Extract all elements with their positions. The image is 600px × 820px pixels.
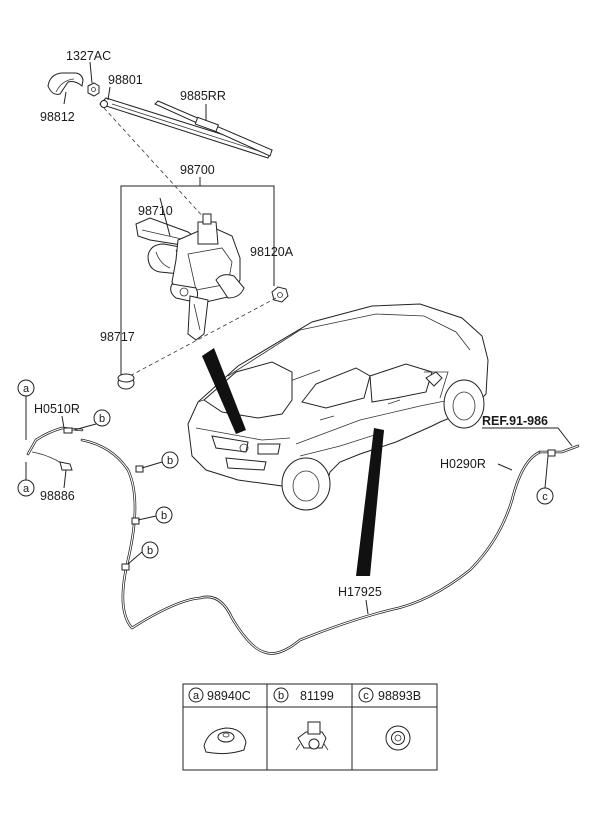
- grommet-98893b-icon: [385, 725, 411, 751]
- legend-letter-c: c: [363, 690, 369, 702]
- hose-clip: [547, 449, 556, 457]
- washer-hose-h17925: [80, 438, 542, 655]
- callout-b-3: [155, 506, 173, 524]
- grommet-98120a: [271, 286, 289, 303]
- callout-b-2-text: b: [167, 455, 173, 467]
- callout-b-2: [161, 451, 179, 469]
- legend-part-c: 98893B: [378, 689, 421, 703]
- rear-wheel: [281, 457, 331, 511]
- bracket-98700: [120, 185, 275, 376]
- label-98812: 98812: [40, 110, 75, 124]
- pointer-rear-wiper: [202, 348, 246, 434]
- callout-c: [536, 487, 554, 505]
- washer-nozzle-98886: [59, 461, 73, 471]
- cap-98717: [117, 373, 135, 390]
- grommet-98940c-icon: [203, 727, 247, 755]
- legend-part-a: 98940C: [207, 689, 251, 703]
- label-98886: 98886: [40, 489, 75, 503]
- label-98717: 98717: [100, 330, 135, 344]
- washer-hose-h0290r: [538, 444, 580, 454]
- wiper-nut: [87, 82, 100, 97]
- callout-b-1-text: b: [99, 413, 105, 425]
- label-h0510r: H0510R: [34, 402, 80, 416]
- hose-clip: [135, 465, 144, 473]
- label-9885rr: 9885RR: [180, 89, 226, 103]
- callout-b-4: [141, 541, 159, 559]
- callout-b-1: [93, 409, 111, 427]
- label-98710: 98710: [138, 204, 173, 218]
- wiper-motor: [135, 213, 245, 341]
- hose-clip: [121, 563, 130, 571]
- callout-a-bottom-text: a: [23, 483, 30, 495]
- reference-link[interactable]: REF.91-986: [482, 414, 548, 428]
- pointer-hose-route: [356, 428, 384, 576]
- callout-b-3-text: b: [161, 510, 167, 522]
- side-window-front: [369, 363, 433, 403]
- legend-table: a 98940C b 81199 c 98893B: [182, 683, 438, 771]
- legend-part-b: 81199: [300, 689, 334, 703]
- callout-a-top-text: a: [23, 383, 30, 395]
- callout-b-4-text: b: [147, 545, 153, 557]
- wiper-arm-cap: [47, 72, 84, 95]
- legend-letter-a: a: [193, 690, 200, 702]
- washer-hose-h0510r: [26, 426, 84, 467]
- hose-clip: [63, 427, 73, 434]
- legend-letter-b: b: [278, 690, 284, 702]
- label-98801: 98801: [108, 73, 143, 87]
- label-98120a: 98120A: [250, 245, 294, 259]
- hose-clip: [131, 517, 140, 525]
- label-98700: 98700: [180, 163, 215, 177]
- label-h0290r: H0290R: [440, 457, 486, 471]
- wiper-arm-group: [47, 72, 273, 221]
- callout-a-bottom: [17, 479, 35, 497]
- callout-a-top: [17, 379, 35, 397]
- label-1327ac: 1327AC: [66, 49, 111, 63]
- clip-81199-icon: [295, 721, 329, 751]
- front-wheel: [443, 379, 485, 429]
- car-illustration: [187, 303, 489, 511]
- label-h17925: H17925: [338, 585, 382, 599]
- callout-c-text: c: [542, 491, 548, 503]
